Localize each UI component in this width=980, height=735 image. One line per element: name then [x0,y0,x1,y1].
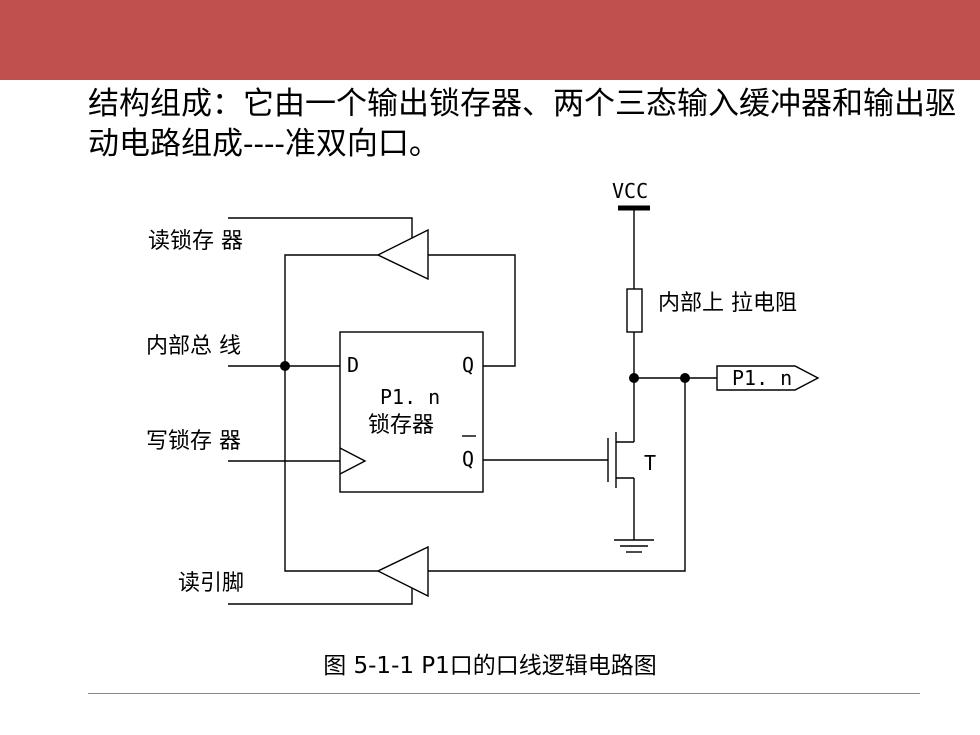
label-read-latch: 读锁存 器 [148,229,243,254]
top-buffer-output-wire [284,254,378,366]
label-latch-title: 锁存器 [368,413,434,438]
figure-caption: 图 5-1-1 P1口的口线逻辑电路图 [323,653,657,679]
intro-line-2: 动电路组成----准双向口。 [88,126,440,162]
read-pin-enable-line [228,588,413,605]
label-latch-name: P1. n [380,385,440,409]
label-write-latch: 写锁存 器 [146,429,241,454]
title-bar [0,0,980,80]
label-d: D [347,353,359,377]
q-feedback-wire [428,254,516,367]
bottom-buffer-output-wire [284,366,378,572]
label-output-port: P1. n [732,366,792,390]
read-pin-buffer [376,545,429,598]
label-transistor: T [644,451,656,475]
label-read-pin: 读引脚 [178,571,244,596]
read-latch-buffer [376,228,429,281]
latch-box [339,331,484,493]
intro-line-1: 结构组成：它由一个输出锁存器、两个三态输入缓冲器和输出驱 [88,86,956,122]
label-pullup: 内部上 拉电阻 [658,291,797,316]
label-q-bar: Q [462,447,474,471]
read-latch-enable-line [228,217,413,238]
label-vcc: VCC [612,179,648,203]
output-port-symbol [716,365,820,391]
pin-feedback-wire [428,378,686,572]
clock-input-symbol [339,447,367,475]
divider-line [88,693,920,694]
label-internal-bus: 内部总 线 [146,334,241,359]
intro-text: 结构组成：它由一个输出锁存器、两个三态输入缓冲器和输出驱 动电路组成----准双… [88,84,958,164]
pullup-resistor [626,288,643,333]
output-node-dot [680,373,690,383]
label-q: Q [462,353,474,377]
